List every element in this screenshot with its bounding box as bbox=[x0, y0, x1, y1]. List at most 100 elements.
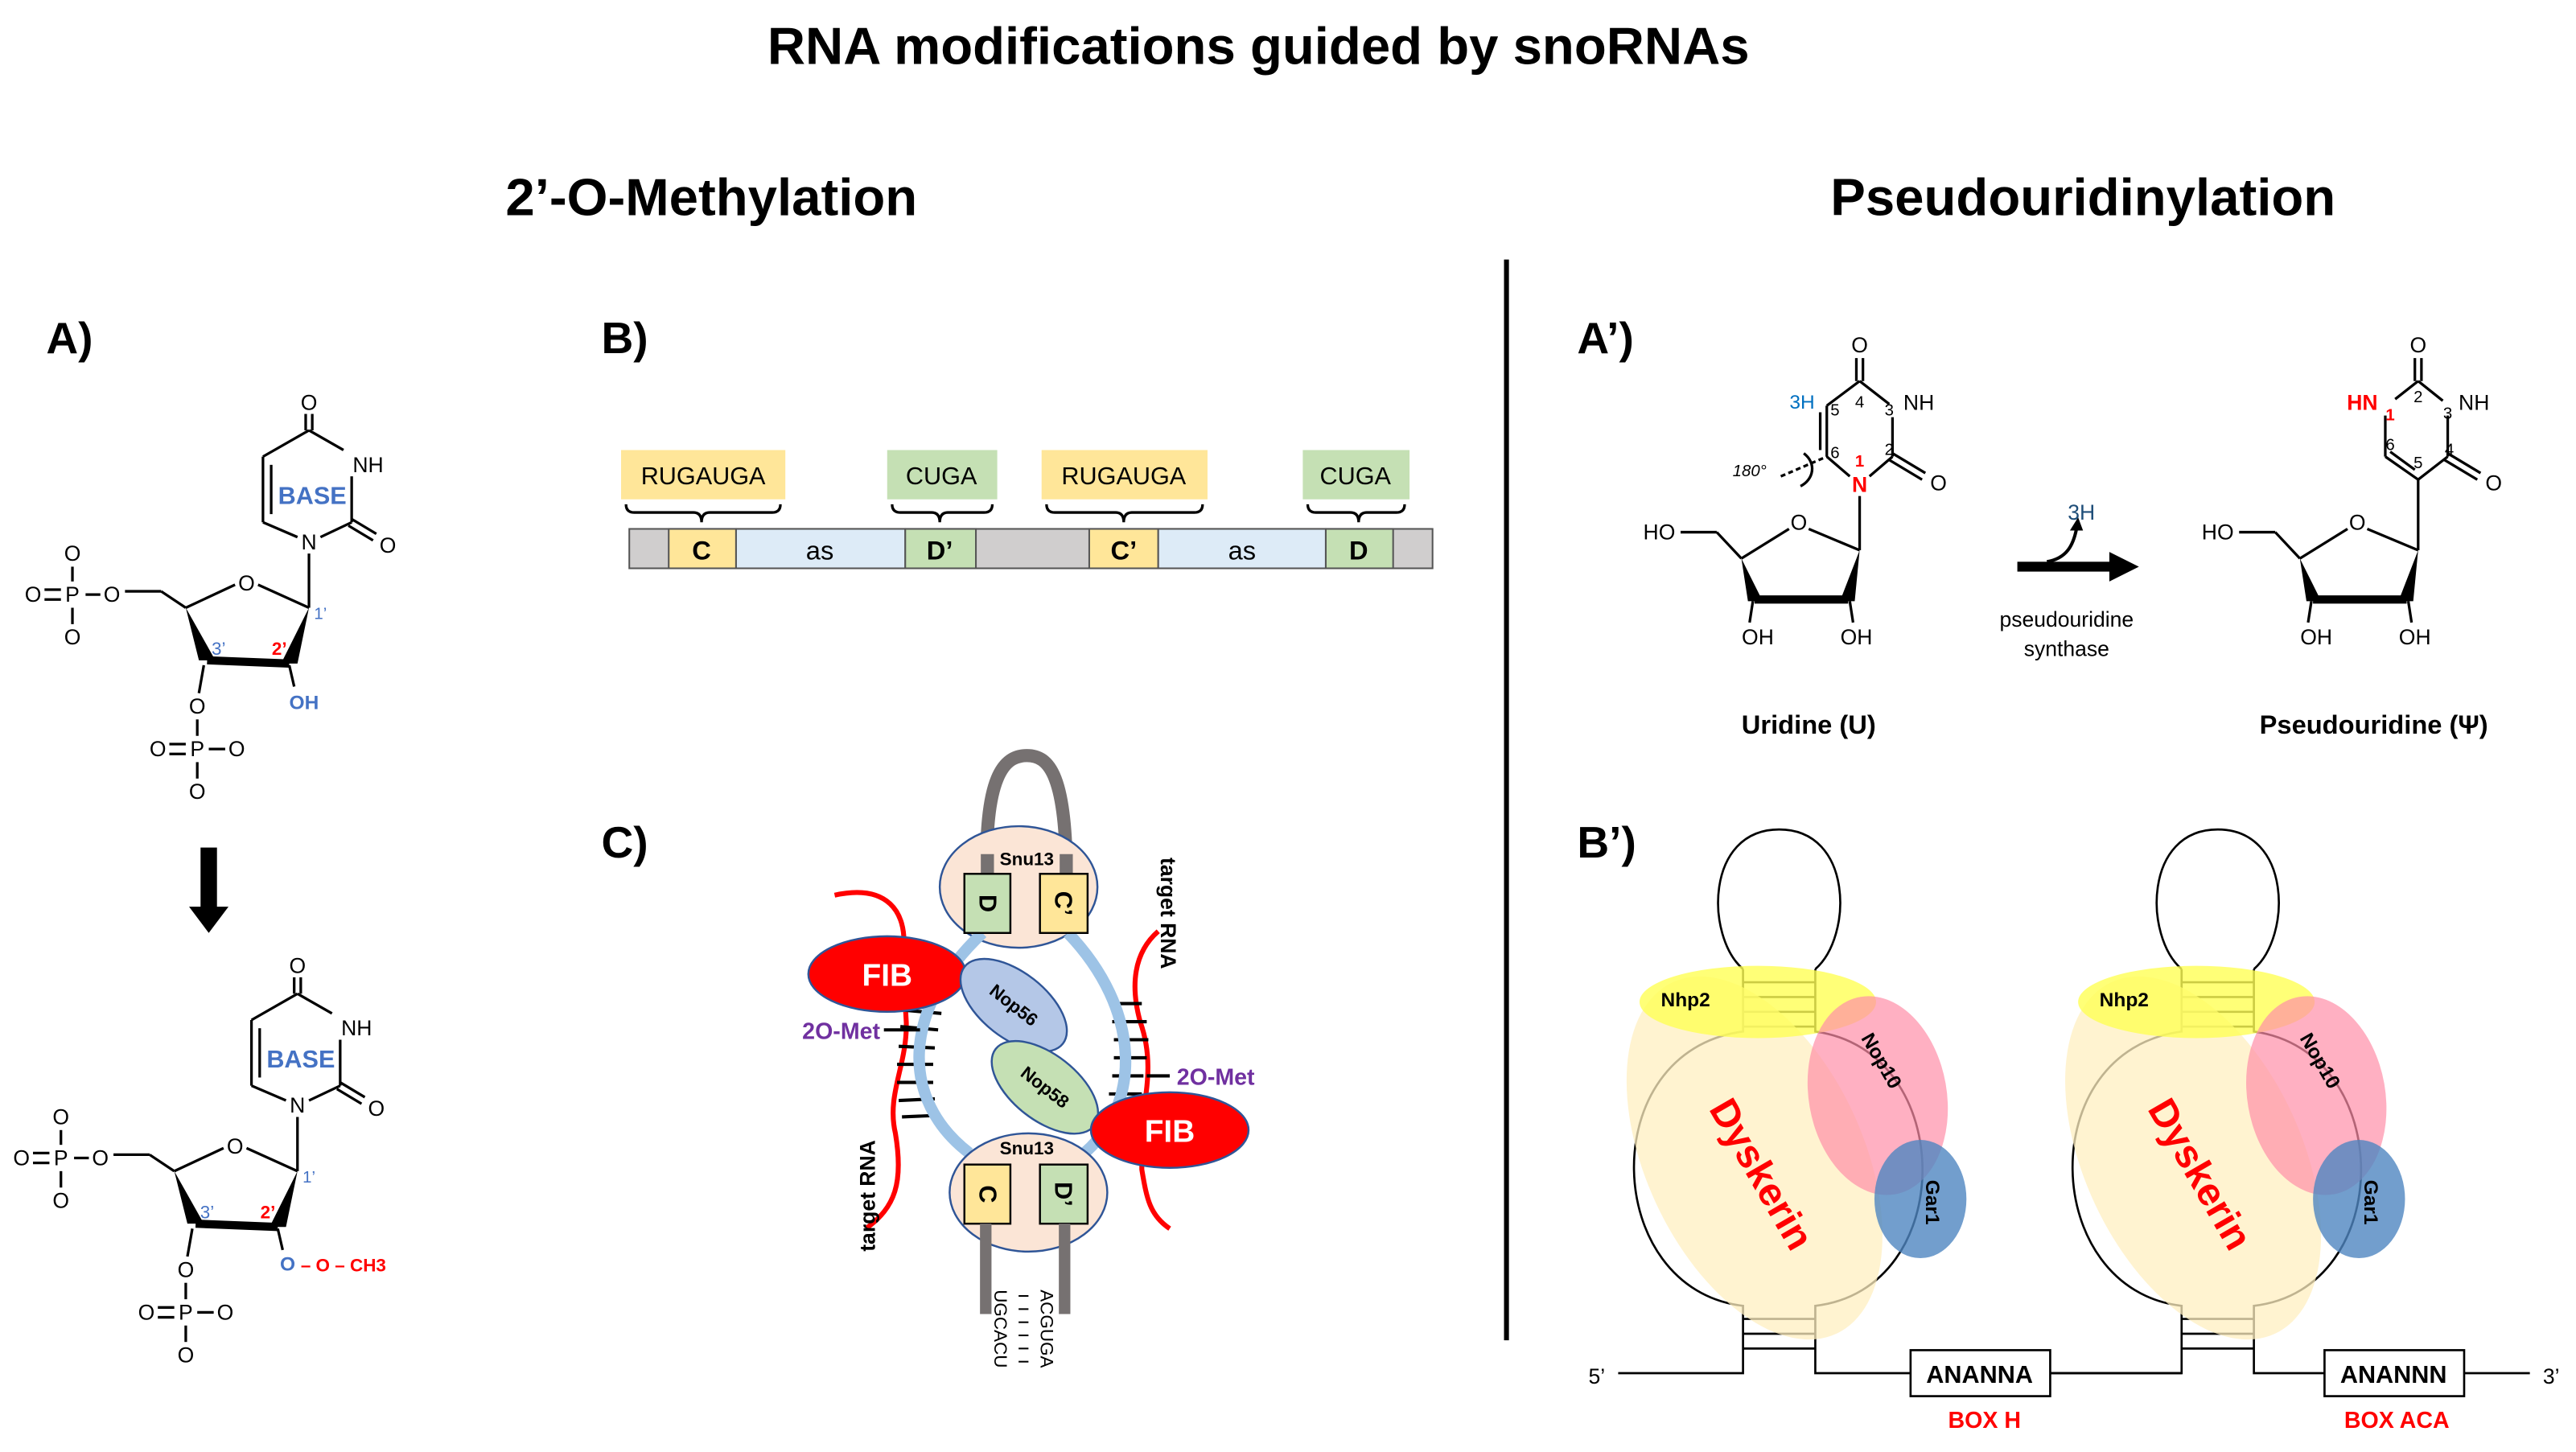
ring-number: 4 bbox=[2445, 441, 2454, 459]
base-label: BASE bbox=[266, 1046, 335, 1073]
reaction-arrow-icon bbox=[2017, 517, 2139, 582]
target-rna-label: target RNA bbox=[855, 1140, 879, 1252]
ring-number: 2 bbox=[2413, 389, 2422, 406]
methylation-site-label: 2O-Met bbox=[1177, 1064, 1255, 1090]
atom-label: N bbox=[290, 1093, 305, 1117]
section-title-methylation: 2’-O-Methylation bbox=[505, 168, 917, 227]
stem-pair-lines bbox=[1018, 1295, 1029, 1363]
box-d-prime-segment bbox=[904, 528, 977, 570]
box-d-segment bbox=[1324, 528, 1394, 570]
atom-label: NH bbox=[1903, 390, 1934, 414]
hairpin-2: Nhp2 Nop10 Dyskerin Gar1 bbox=[2050, 828, 2405, 1375]
panel-label-b: B) bbox=[602, 313, 648, 363]
box-cd-snorna-map: C as D’ C’ as D RUGAUGA CUGA RUGAUGA CUG… bbox=[621, 450, 1434, 570]
box-c-prime-segment bbox=[1088, 528, 1159, 570]
uridine-label: Uridine (U) bbox=[1742, 710, 1876, 739]
atom-label: O bbox=[138, 1300, 155, 1324]
atom-label: O bbox=[189, 779, 206, 804]
rotation-arrow-icon bbox=[1800, 452, 1813, 487]
carbon-3-label: 3’ bbox=[212, 639, 225, 659]
atom-label: OH bbox=[2300, 625, 2332, 649]
motif-box bbox=[1302, 450, 1410, 500]
atom-label: O bbox=[189, 694, 206, 718]
atom-label: O bbox=[25, 582, 42, 607]
section-title-pseudouridinylation: Pseudouridinylation bbox=[1830, 168, 2335, 227]
panel-label-a-prime: A’) bbox=[1577, 313, 1633, 363]
fib-right bbox=[1089, 1091, 1250, 1169]
segment-label: C’ bbox=[1110, 536, 1137, 566]
box-cd-snornp: Snu13 FIB Nop56 Nop58 FIB Snu13 D C’ C D… bbox=[802, 749, 1255, 1368]
nucleotide-methylated: O NH O N O O P O O O O P O O O BASE 1’ 2… bbox=[13, 954, 386, 1368]
gar1 bbox=[1874, 1140, 1967, 1259]
atom-label: P bbox=[65, 582, 80, 607]
ring-number: 4 bbox=[1855, 393, 1864, 411]
motif-box bbox=[887, 450, 998, 500]
atom-label: O bbox=[301, 390, 318, 414]
uridine-structure: 180° O NH O N 3H 4 3 5 6 2 1 O HO OH OH … bbox=[1644, 333, 1947, 739]
box-aca bbox=[2323, 1349, 2466, 1397]
ring-number: 5 bbox=[2413, 455, 2422, 472]
atom-label-hn: HN bbox=[2347, 390, 2377, 414]
nhp2 bbox=[1639, 965, 1876, 1039]
atom-label: P bbox=[54, 1146, 68, 1170]
motif-label: CUGA bbox=[906, 463, 977, 490]
ring-number: 5 bbox=[1830, 401, 1839, 419]
nop56 bbox=[959, 957, 1068, 1053]
brace-icons bbox=[624, 504, 1406, 523]
atom-label: OH bbox=[2399, 625, 2431, 649]
motif-label: CUGA bbox=[1319, 463, 1391, 490]
motif-box bbox=[1041, 450, 1208, 500]
antisense-segment bbox=[735, 528, 907, 570]
hydroxyl-label: OH bbox=[290, 692, 319, 714]
box-h-label: BOX H bbox=[1948, 1408, 2021, 1433]
box-aca-label: BOX ACA bbox=[2344, 1408, 2450, 1433]
atom-label: NH bbox=[2459, 390, 2489, 414]
motif-label: RUGAUGA bbox=[1061, 463, 1186, 490]
carbon-1-label: 1’ bbox=[314, 606, 327, 623]
segment-label: D’ bbox=[927, 536, 953, 566]
box-d-label: D bbox=[973, 895, 1001, 912]
ring-number: 6 bbox=[2385, 436, 2394, 454]
carbon-2-label: 2’ bbox=[261, 1202, 276, 1222]
methoxy-oxygen-label: O bbox=[280, 1254, 295, 1276]
enzyme-label-line2: synthase bbox=[2024, 637, 2109, 661]
atom-label: O bbox=[2409, 333, 2426, 357]
motif-box bbox=[621, 450, 786, 500]
atom-label: O bbox=[150, 737, 167, 761]
snu13-label: Snu13 bbox=[1000, 1138, 1054, 1158]
atom-label: P bbox=[190, 737, 204, 761]
atom-label: HO bbox=[1644, 520, 1676, 545]
atom-label: O bbox=[13, 1146, 30, 1170]
atom-label: O bbox=[380, 533, 397, 557]
hydrogen-3h-label: 3H bbox=[1789, 392, 1814, 413]
gar1 bbox=[2313, 1140, 2405, 1259]
stem-sequence-right: ACGUGA bbox=[1036, 1290, 1056, 1368]
down-arrow-icon bbox=[188, 847, 229, 933]
box-d bbox=[963, 873, 1012, 934]
atom-label: NH bbox=[341, 1016, 372, 1040]
box-c-prime bbox=[1039, 873, 1089, 934]
atom-label-n1: N bbox=[1852, 472, 1867, 496]
atom-label: OH bbox=[1742, 625, 1774, 649]
three-prime-label: 3’ bbox=[2543, 1364, 2560, 1388]
motif-label: RUGAUGA bbox=[641, 463, 766, 490]
segment-label: as bbox=[1228, 536, 1257, 566]
atom-label: O bbox=[92, 1146, 109, 1170]
box-h bbox=[1909, 1349, 2051, 1397]
segment-label: D bbox=[1349, 536, 1368, 566]
ring-number-n1: 1 bbox=[1855, 453, 1864, 471]
carbon-1-label: 1’ bbox=[302, 1169, 315, 1187]
pseudouridine-label: Pseudouridine (Ψ) bbox=[2260, 710, 2488, 739]
nucleotide-unmodified: O NH O N O O P O O O O P O O O BASE 1’ 2… bbox=[25, 390, 397, 804]
hairpin-1: Nhp2 Nop10 Dyskerin Gar1 bbox=[1618, 828, 1967, 1375]
atom-label: O bbox=[1930, 471, 1947, 495]
segment-label: C bbox=[692, 536, 711, 566]
methylation-site-label: 2O-Met bbox=[802, 1018, 880, 1044]
atom-label: O bbox=[1851, 333, 1868, 357]
atom-label: O bbox=[368, 1096, 385, 1121]
base-label: BASE bbox=[278, 483, 347, 510]
atom-label: O bbox=[2485, 471, 2502, 495]
figure-title: RNA modifications guided by snoRNAs bbox=[767, 17, 1750, 76]
pseudouridine-structure: O NH O HN 1 2 3 4 5 6 O HO OH OH Pseudou… bbox=[2202, 333, 2502, 739]
